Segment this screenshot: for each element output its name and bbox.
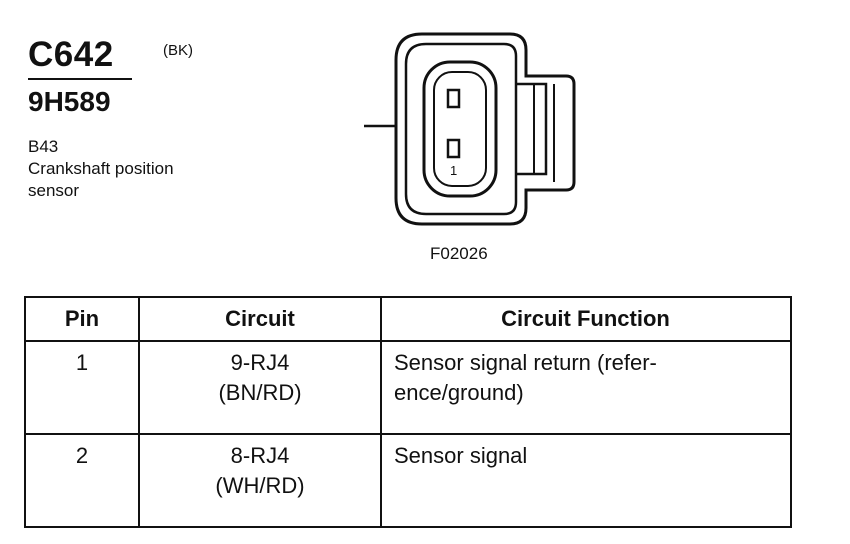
connector-color: (BK)	[163, 42, 193, 59]
component-ref: B43	[28, 137, 59, 156]
component-name-line1: Crankshaft position	[28, 159, 174, 178]
table-row: 1 9-RJ4 (BN/RD) Sensor signal return (re…	[24, 340, 792, 435]
pin-cavity-inner	[433, 71, 487, 187]
part-number: 9H589	[28, 86, 111, 117]
circuit-id: 8-RJ4	[230, 443, 290, 468]
header-pin: Pin	[24, 296, 140, 342]
header-divider	[28, 78, 132, 80]
cell-pin: 1	[24, 340, 140, 435]
cell-function: Sensor signal	[380, 433, 792, 528]
pinout-table: Pin Circuit Circuit Function 1 9-RJ4 (BN…	[24, 296, 792, 528]
function-line1: Sensor signal	[394, 443, 528, 468]
table-header-row: Pin Circuit Circuit Function	[24, 296, 792, 342]
connector-code: C642	[28, 35, 114, 74]
pin-cavity	[422, 60, 498, 198]
function-line1: Sensor signal return (refer-	[394, 350, 657, 375]
circuit-color: (BN/RD)	[218, 380, 302, 405]
figure-id: F02026	[430, 244, 488, 263]
connector-housing-inner	[404, 42, 518, 216]
pin-1-label: 1	[450, 163, 457, 178]
table-row: 2 8-RJ4 (WH/RD) Sensor signal	[24, 433, 792, 528]
connector-face-diagram: 1	[364, 32, 576, 226]
component-description: B43 Crankshaft position sensor	[28, 136, 288, 202]
connector-housing-outer	[394, 32, 576, 226]
locking-tab	[516, 82, 548, 176]
circuit-id: 9-RJ4	[230, 350, 290, 375]
component-name-line2: sensor	[28, 181, 80, 200]
function-line2: ence/ground)	[394, 380, 524, 405]
header-circuit-function: Circuit Function	[380, 296, 792, 342]
cell-function: Sensor signal return (refer- ence/ground…	[380, 340, 792, 435]
cell-circuit: 8-RJ4 (WH/RD)	[138, 433, 382, 528]
pin-1-terminal	[446, 138, 461, 159]
pin-2-terminal	[446, 88, 461, 109]
circuit-color: (WH/RD)	[215, 473, 305, 498]
cell-circuit: 9-RJ4 (BN/RD)	[138, 340, 382, 435]
header-circuit: Circuit	[138, 296, 382, 342]
cell-pin: 2	[24, 433, 140, 528]
connector-header: C642 (BK) 9H589 B43 Crankshaft position …	[28, 34, 288, 202]
